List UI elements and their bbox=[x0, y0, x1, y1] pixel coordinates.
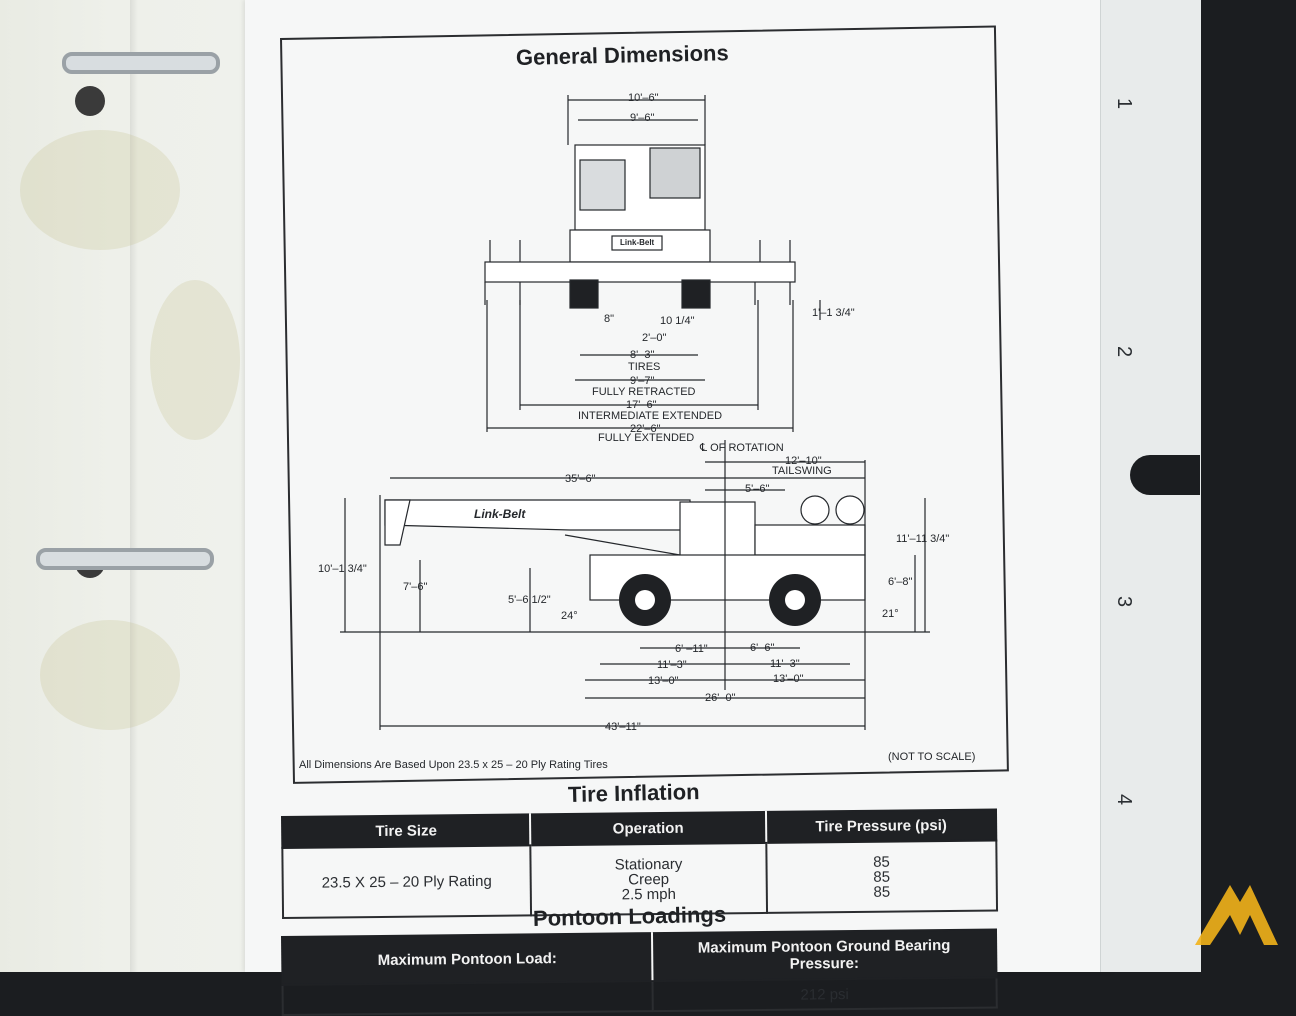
dim-10-6: 10'–6" bbox=[628, 92, 659, 104]
dim-22-6: 22'–6" bbox=[630, 423, 661, 435]
dim-9-6: 9'–6" bbox=[630, 112, 654, 124]
dim-13-0-left: 13'–0" bbox=[648, 675, 679, 687]
dim-1-1-3-4: 1'–1 3/4" bbox=[812, 307, 855, 319]
dim-6-8: 6'–8" bbox=[888, 576, 912, 588]
not-to-scale-note: (NOT TO SCALE) bbox=[888, 751, 975, 763]
rear-wheel-hub bbox=[785, 590, 805, 610]
label-centerline-rotation: ℄ OF ROTATION bbox=[699, 442, 784, 454]
tab-notch bbox=[1130, 455, 1200, 495]
dim-26-0: 26'–0" bbox=[705, 692, 736, 704]
cell-ground-pressure: 212 psi bbox=[652, 977, 997, 1012]
binder-fold bbox=[130, 0, 138, 972]
dim-5-6-1-2: 5'–6 1/2" bbox=[508, 594, 551, 606]
side-brand: Link-Belt bbox=[474, 507, 526, 521]
dim-43-11: 43'–11" bbox=[605, 721, 641, 733]
dimension-diagrams: 10'–6" 9'–6" 1'–1 3/4" 8" 10 1/4" 2'–0" … bbox=[299, 92, 975, 771]
dim-10-1-4: 10 1/4" bbox=[660, 315, 695, 327]
operation-speed: 2.5 mph bbox=[621, 885, 677, 903]
dim-35-6: 35'–6" bbox=[565, 473, 596, 485]
header-max-pontoon-load: Maximum Pontoon Load: bbox=[282, 933, 653, 985]
dim-11-11-3-4: 11'–11 3/4" bbox=[896, 533, 949, 545]
dim-10-1-3-4: 10'–1 3/4" bbox=[318, 563, 367, 575]
dim-8-3: 8'–3" bbox=[630, 349, 654, 361]
cell-tire-size: 23.5 X 25 – 20 Ply Rating bbox=[282, 845, 532, 918]
pontoon-table: Maximum Pontoon Load: Maximum Pontoon Gr… bbox=[281, 929, 998, 1016]
tire-inflation-title: Tire Inflation bbox=[567, 779, 700, 807]
label-fully-extended: FULLY EXTENDED bbox=[598, 432, 694, 444]
pressure-3: 85 bbox=[873, 883, 891, 901]
front-brand: Link-Belt bbox=[620, 238, 655, 247]
dim-6-6: 6'–6" bbox=[750, 642, 774, 654]
angle-21: 21° bbox=[882, 608, 899, 620]
stain bbox=[40, 620, 180, 730]
header-max-ground-pressure: Maximum Pontoon Ground Bearing Pressure: bbox=[651, 929, 997, 982]
header-tire-size: Tire Size bbox=[282, 814, 531, 848]
label-fully-retracted: FULLY RETRACTED bbox=[592, 386, 696, 398]
dim-9-7: 9'–7" bbox=[630, 375, 654, 387]
angle-24: 24° bbox=[561, 610, 578, 622]
tire-basis-note: All Dimensions Are Based Upon 23.5 x 25 … bbox=[299, 759, 608, 771]
pontoon-loadings-title: Pontoon Loadings bbox=[532, 901, 727, 931]
dim-13-0-right: 13'–0" bbox=[773, 673, 804, 685]
tire-inflation-table: Tire Size Operation Tire Pressure (psi) … bbox=[281, 809, 998, 919]
dim-2-0: 2'–0" bbox=[642, 332, 666, 344]
dim-7-6: 7'–6" bbox=[403, 581, 427, 593]
dim-17-6: 17'–6" bbox=[626, 399, 657, 411]
dim-5-6: 5'–6" bbox=[745, 483, 769, 495]
binder-ring-bottom[interactable] bbox=[36, 548, 214, 570]
binder-hole bbox=[75, 86, 105, 116]
dim-11-3-left: 11'–3" bbox=[657, 659, 687, 671]
header-operation: Operation bbox=[529, 811, 767, 846]
watermark-logo bbox=[1195, 885, 1278, 945]
binder-ring-top[interactable] bbox=[62, 52, 220, 74]
stain bbox=[150, 280, 240, 440]
label-tires: TIRES bbox=[628, 361, 660, 373]
header-tire-pressure: Tire Pressure (psi) bbox=[765, 809, 997, 843]
front-view-diagram bbox=[484, 95, 821, 432]
dim-8in: 8" bbox=[604, 313, 614, 325]
label-intermediate-extended: INTERMEDIATE EXTENDED bbox=[578, 410, 722, 422]
dim-6-11: 6' –11" bbox=[675, 643, 708, 655]
dim-12-10: 12'–10" bbox=[785, 455, 822, 467]
front-wheel-hub bbox=[635, 590, 655, 610]
cell-pressures: 85 85 85 bbox=[766, 840, 998, 913]
dim-11-3-right: 11'–3" bbox=[770, 658, 800, 670]
cell-pontoon-load bbox=[282, 981, 653, 1015]
label-tailswing: TAILSWING bbox=[772, 465, 832, 477]
stain bbox=[20, 130, 180, 250]
